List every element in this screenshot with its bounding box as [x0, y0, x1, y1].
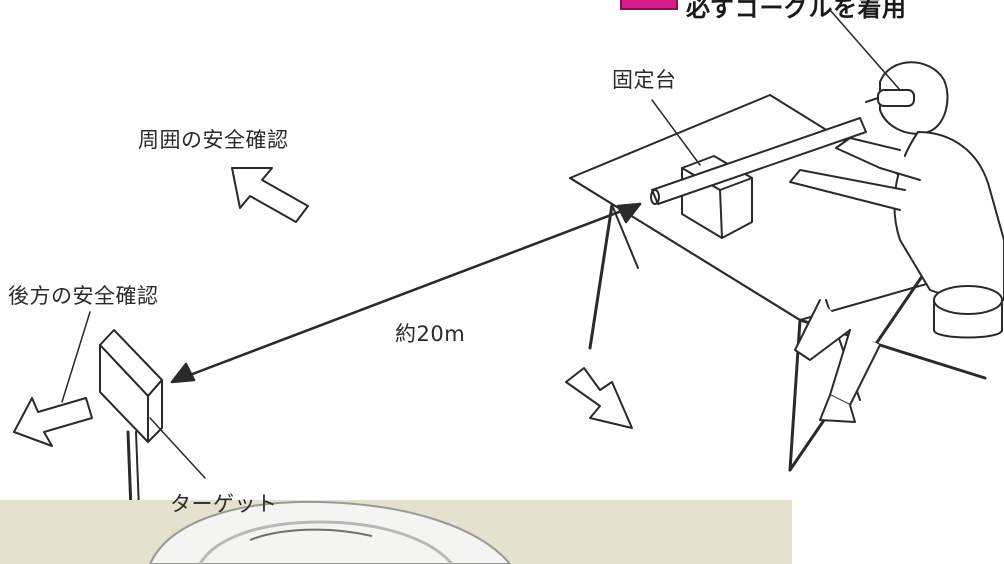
surrounding-check-label: 周囲の安全確認: [138, 128, 289, 152]
target-pointer: [149, 417, 206, 479]
goggles-pointer: [829, 9, 901, 91]
fixed-stand-pointer: [651, 99, 701, 166]
photo-strip: [0, 500, 792, 564]
rear-check-label: 後方の安全確認: [8, 284, 159, 308]
table-leg-left: [611, 204, 639, 269]
arrow-front-icon: [565, 367, 633, 429]
distance-arrow: [170, 202, 642, 384]
arrow-rear-icon: [13, 397, 93, 447]
goggles-badge: [620, 0, 678, 10]
table-edge: [569, 177, 801, 321]
distance-label: 約20m: [395, 322, 466, 346]
rear-check-pointer: [61, 311, 91, 403]
person-figure: [789, 61, 1004, 423]
helmet-photo: [148, 500, 512, 564]
arrow-surrounding-icon: [231, 167, 309, 223]
table-leg-left-down: [588, 203, 614, 350]
launcher-tube: [650, 117, 867, 205]
target-label: ターゲット: [170, 492, 278, 516]
fixed-stand-label: 固定台: [612, 68, 677, 92]
goggles-warning-label: 必ずゴーグルを着用: [686, 0, 907, 22]
stool: [933, 285, 1003, 339]
